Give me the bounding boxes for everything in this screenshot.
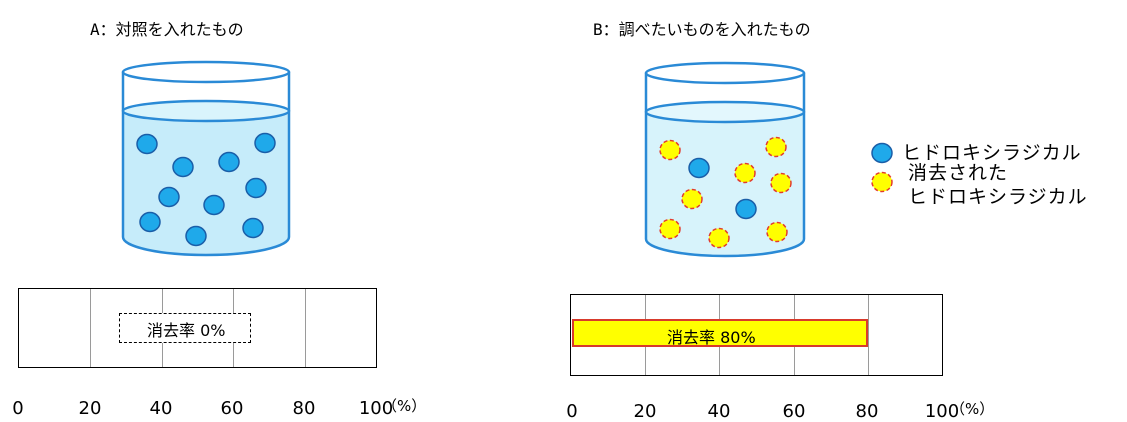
radical-icon xyxy=(245,177,267,199)
scavenged-radical-icon xyxy=(659,139,681,161)
radical-icon xyxy=(242,217,264,239)
beaker-b-liquid xyxy=(646,112,804,256)
radical-icon xyxy=(254,132,276,154)
radical-icon xyxy=(203,194,225,216)
rate-indicator-a xyxy=(119,313,251,343)
scavenged-radical-icon xyxy=(766,221,788,243)
scavenged-radical-icon xyxy=(681,188,703,210)
tick-label: 40 xyxy=(149,398,173,419)
scavenged-radical-icon xyxy=(734,162,756,184)
gridline-80 xyxy=(868,295,869,375)
scale-b-unit: （%） xyxy=(950,400,995,418)
beaker-b-surface xyxy=(644,100,806,124)
rate-label-b: 消去率 80% xyxy=(667,328,756,347)
legend-scavenged-label-line2: ヒドロキシラジカル xyxy=(908,186,1088,208)
tick-label: 100 xyxy=(924,401,960,422)
beaker-a-surface xyxy=(121,99,291,123)
tick-label: 60 xyxy=(220,398,244,419)
beaker-a-liquid xyxy=(123,111,289,255)
tick-label: 80 xyxy=(292,398,316,419)
legend-scavenged-label-line1: 消去された xyxy=(908,162,1009,184)
panel-b-caption: B：調べたいものを入れたもの xyxy=(593,20,811,39)
legend-radical-label: ヒドロキシラジカル xyxy=(902,142,1082,164)
gridline-20 xyxy=(90,289,91,367)
rate-label-a: 消去率 0% xyxy=(147,321,226,340)
tick-label: 40 xyxy=(707,401,731,422)
scavenged-radical-icon xyxy=(708,227,730,249)
legend-radical-icon xyxy=(871,142,893,164)
gridline-80 xyxy=(305,289,306,367)
tick-label: 0 xyxy=(12,398,24,419)
scavenged-radical-icon xyxy=(659,218,681,240)
radical-icon xyxy=(185,225,207,247)
radical-icon xyxy=(139,211,161,233)
scavenged-radical-icon xyxy=(770,172,792,194)
radical-icon xyxy=(172,156,194,178)
tick-label: 20 xyxy=(78,398,102,419)
radical-icon xyxy=(158,186,180,208)
beaker-b-rim xyxy=(644,61,806,85)
beaker-a xyxy=(121,60,291,257)
tick-label: 80 xyxy=(855,401,879,422)
radical-icon xyxy=(218,151,240,173)
tick-label: 100 xyxy=(358,398,394,419)
beaker-b-scavenged xyxy=(659,136,792,249)
beaker-a-particles xyxy=(136,132,276,247)
radical-icon xyxy=(688,157,710,179)
radical-icon xyxy=(136,133,158,155)
scale-a-unit: （%） xyxy=(382,397,427,415)
tick-label: 0 xyxy=(566,401,578,422)
tick-label: 60 xyxy=(782,401,806,422)
radical-icon xyxy=(735,198,757,220)
beaker-b xyxy=(644,61,806,258)
beaker-a-rim xyxy=(121,60,291,84)
legend-scavenged-icon xyxy=(871,171,893,193)
panel-a-caption: A：対照を入れたもの xyxy=(90,20,244,39)
tick-label: 20 xyxy=(633,401,657,422)
scavenged-radical-icon xyxy=(765,136,787,158)
rate-bar-b xyxy=(572,319,868,347)
beaker-b-particles xyxy=(688,157,757,220)
